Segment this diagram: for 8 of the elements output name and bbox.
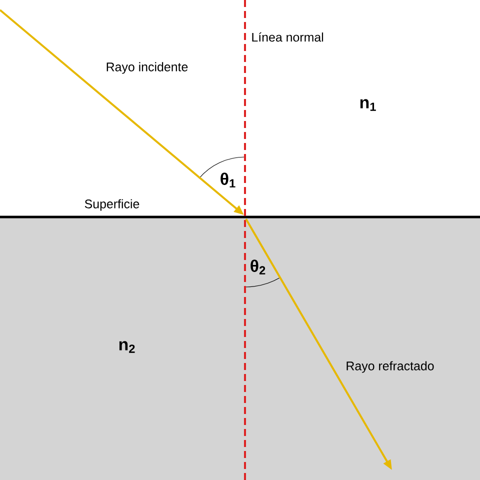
ray-label: Rayo incidente — [106, 62, 188, 74]
line-label: Línea normal — [252, 32, 324, 42]
angle-label: θ$_{2}$ — [250, 260, 266, 274]
surface-label: Superficie — [84, 199, 140, 211]
medium-label: n$_{1}$ — [360, 99, 376, 111]
ray-label: Rayo refractado — [346, 361, 434, 373]
angle-label: θ$_{1}$ — [220, 172, 236, 188]
medium-label: n$_{2}$ — [119, 341, 135, 353]
